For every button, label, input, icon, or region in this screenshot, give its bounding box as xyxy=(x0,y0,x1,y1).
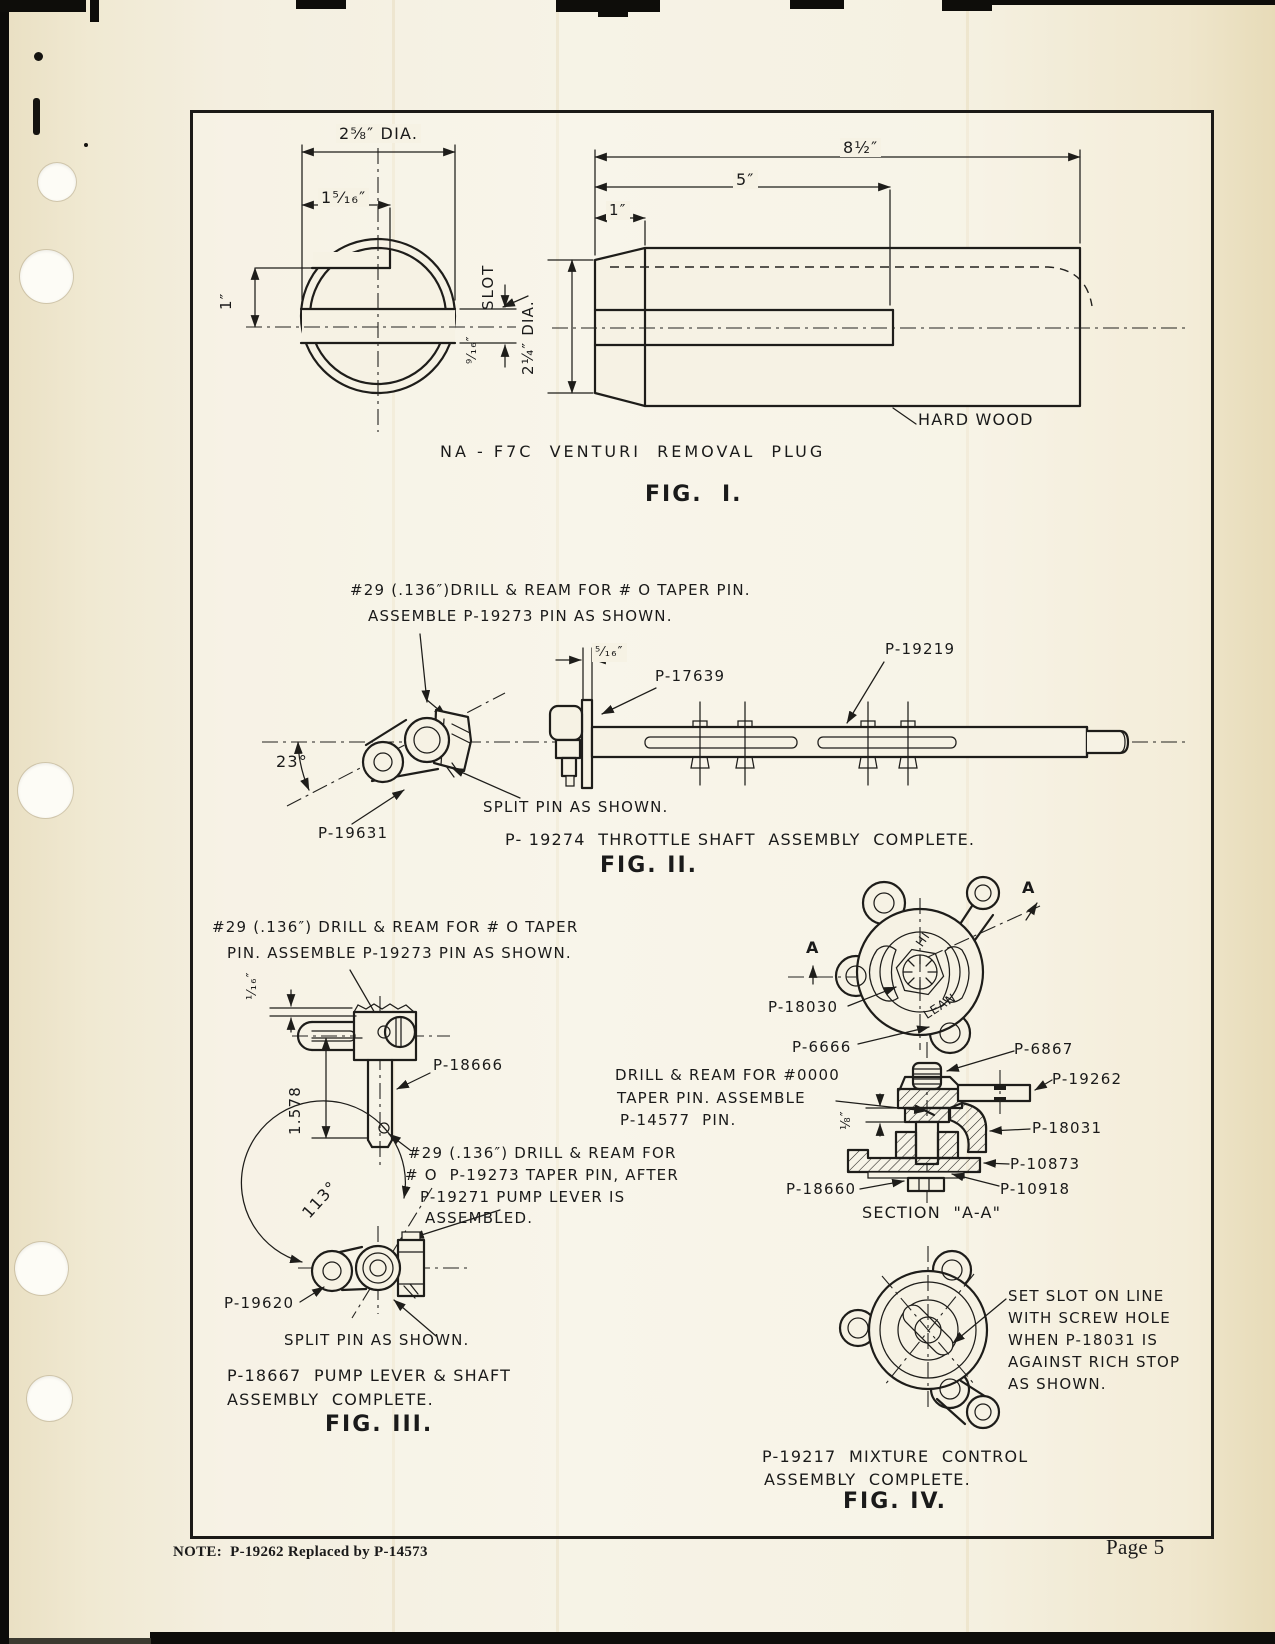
section-a-right: A xyxy=(1022,878,1036,897)
scan-artifact xyxy=(9,1638,151,1644)
fig4-caption-line1: P-19217 MIXTURE CONTROL xyxy=(762,1447,1029,1466)
dim-outer-dia: 2⅝″ DIA. xyxy=(336,124,422,143)
paper-crease xyxy=(392,0,395,1644)
fig2-angle: 23° xyxy=(276,752,308,771)
punch-hole xyxy=(15,1242,68,1295)
fig3-note2-line2: # O P-19273 TAPER PIN, AFTER xyxy=(405,1166,679,1184)
scan-artifact xyxy=(296,0,346,9)
fig2-split-pin-note: SPLIT PIN AS SHOWN. xyxy=(483,798,669,816)
ink-spot xyxy=(84,143,88,147)
dim-slot-offset: 1⁵⁄₁₆″ xyxy=(318,188,370,207)
scan-artifact xyxy=(0,0,86,12)
set-note-line4: AGAINST RICH STOP xyxy=(1008,1353,1181,1371)
section-a-left: A xyxy=(806,938,820,957)
fig1-label: FIG. I. xyxy=(645,482,743,507)
scan-edge-strip xyxy=(0,0,9,1644)
label-p18666: P-18666 xyxy=(433,1056,504,1074)
label-p6867: P-6867 xyxy=(1014,1040,1074,1058)
scan-artifact xyxy=(790,0,844,9)
paper-crease xyxy=(966,0,969,1644)
set-note-line1: SET SLOT ON LINE xyxy=(1008,1287,1165,1305)
fig3-note-line1: #29 (.136″) DRILL & REAM FOR # O TAPER xyxy=(212,918,579,936)
set-note-line3: WHEN P-18031 IS xyxy=(1008,1331,1159,1349)
set-note-line2: WITH SCREW HOLE xyxy=(1008,1309,1171,1327)
dim-slot-width: ⁹⁄₁₆″ xyxy=(465,335,480,364)
fig3-label: FIG. III. xyxy=(325,1412,434,1437)
punch-hole xyxy=(20,250,73,303)
punch-hole xyxy=(27,1376,72,1421)
scan-artifact xyxy=(90,0,99,22)
set-note-line5: AS SHOWN. xyxy=(1008,1375,1107,1393)
fig4-drill-note-line1: DRILL & REAM FOR #0000 xyxy=(615,1066,840,1084)
fig3-caption-line2: ASSEMBLY COMPLETE. xyxy=(227,1390,434,1409)
label-p6666: P-6666 xyxy=(792,1038,852,1056)
page-number: Page 5 xyxy=(1106,1535,1165,1559)
fig4-label: FIG. IV. xyxy=(843,1489,948,1514)
dim-one-top: 1″ xyxy=(606,201,630,220)
label-p10918: P-10918 xyxy=(1000,1180,1071,1198)
label-p17639: P-17639 xyxy=(655,667,726,685)
fig3-note2-line3: P-19271 PUMP LEVER IS xyxy=(420,1188,626,1206)
paper-crease xyxy=(556,0,559,1644)
label-p19620: P-19620 xyxy=(224,1294,295,1312)
dim-five-inch: 5″ xyxy=(733,170,758,189)
fig2-label: FIG. II. xyxy=(600,853,699,878)
fig3-note2-line4: ASSEMBLED. xyxy=(425,1209,534,1227)
fig4-drill-note-line2: TAPER PIN. ASSEMBLE xyxy=(617,1089,806,1107)
ink-mark xyxy=(33,98,40,135)
label-p19219: P-19219 xyxy=(885,640,956,658)
dim-116: ¹⁄₁₆″ xyxy=(245,971,260,1000)
fig2-note-line1: #29 (.136″)DRILL & REAM FOR # O TAPER PI… xyxy=(350,581,751,599)
label-p18030: P-18030 xyxy=(768,998,839,1016)
punch-hole xyxy=(18,763,73,818)
scan-artifact xyxy=(942,0,992,11)
scan-artifact xyxy=(598,0,628,17)
fig2-note-line2: ASSEMBLE P-19273 PIN AS SHOWN. xyxy=(368,607,673,625)
label-p18031: P-18031 xyxy=(1032,1119,1103,1137)
dim-overall-length: 8½″ xyxy=(840,138,882,157)
dim-dia-side: 2¼″ DIA. xyxy=(519,300,537,375)
label-p18660: P-18660 xyxy=(786,1180,857,1198)
fig4-drill-note-line3: P-14577 PIN. xyxy=(620,1111,737,1129)
footer-note: NOTE: P-19262 Replaced by P-14573 xyxy=(173,1544,428,1560)
punch-hole xyxy=(38,163,76,201)
dim-1578: 1.578 xyxy=(286,1086,304,1135)
label-p10873: P-10873 xyxy=(1010,1155,1081,1173)
dim-one-left: 1″ xyxy=(217,292,235,310)
fig2-caption: P- 19274 THROTTLE SHAFT ASSEMBLY COMPLET… xyxy=(505,830,976,849)
label-p19631: P-19631 xyxy=(318,824,389,842)
fig3-note2-line1: #29 (.136″) DRILL & REAM FOR xyxy=(408,1144,677,1162)
slot-label: SLOT xyxy=(479,263,497,310)
fig1-title: NA - F7C VENTURI REMOVAL PLUG xyxy=(440,442,826,461)
dim-18: ⅛″ xyxy=(839,1110,854,1130)
fig3-note-line2: PIN. ASSEMBLE P-19273 PIN AS SHOWN. xyxy=(227,944,572,962)
fig3-split-pin-note: SPLIT PIN AS SHOWN. xyxy=(284,1331,470,1349)
fig4-caption-line2: ASSEMBLY COMPLETE. xyxy=(764,1470,971,1489)
scan-artifact xyxy=(150,1632,1275,1644)
section-caption: SECTION "A-A" xyxy=(862,1203,1002,1222)
label-p19262: P-19262 xyxy=(1052,1070,1123,1088)
dim-516: ⁵⁄₁₆″ xyxy=(592,643,627,662)
material-label: HARD WOOD xyxy=(918,410,1034,429)
ink-spot xyxy=(34,52,43,61)
fig3-caption-line1: P-18667 PUMP LEVER & SHAFT xyxy=(227,1366,512,1385)
scan-artifact xyxy=(990,0,1275,5)
